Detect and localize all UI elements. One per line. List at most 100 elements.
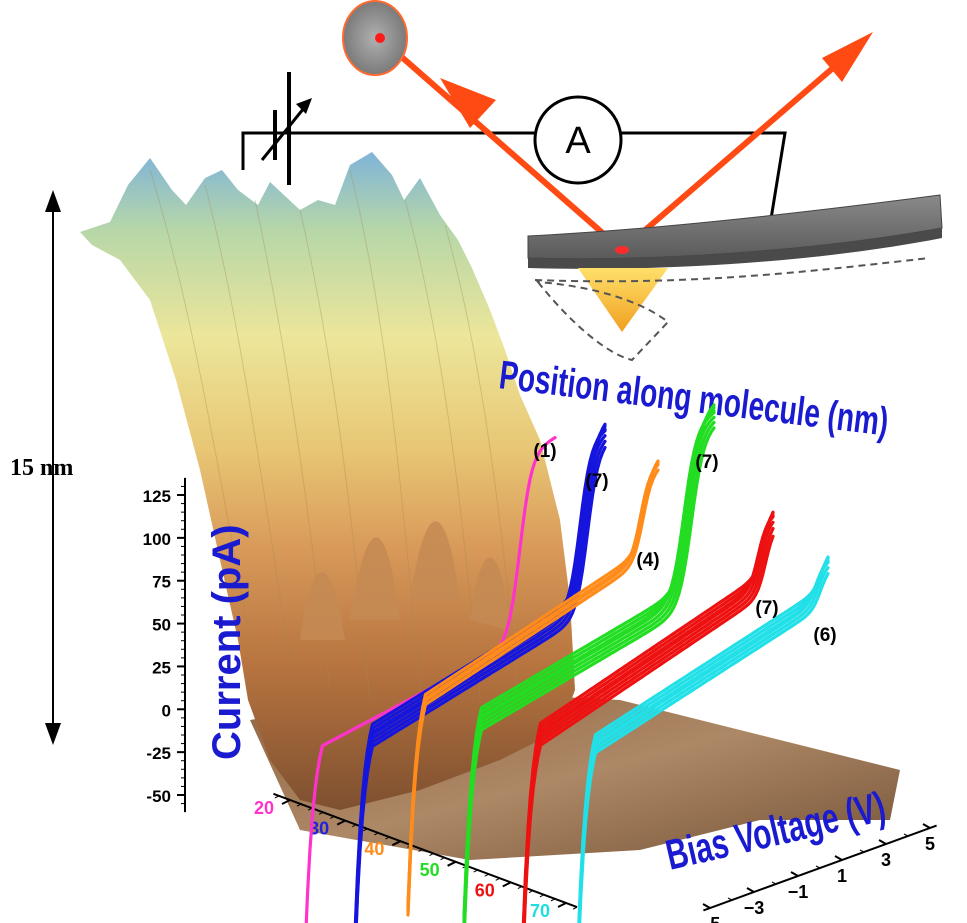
iv-curve-count-label: (4) (636, 550, 659, 571)
position-minor-tick (363, 828, 368, 832)
iv-curve (463, 426, 716, 923)
bias-tick-label: −5 (700, 914, 721, 923)
bias-minor-tick (727, 897, 733, 901)
iv-curve (462, 420, 716, 923)
position-tick-label: 50 (420, 860, 440, 880)
position-minor-tick (385, 836, 390, 840)
position-minor-tick (440, 857, 445, 861)
position-minor-tick (296, 803, 302, 807)
cantilever (527, 194, 943, 362)
iv-curve-count-label: (6) (813, 625, 836, 646)
position-minor-tick (374, 832, 379, 836)
bias-minor-tick (859, 849, 865, 853)
bias-tick-mark (834, 855, 843, 861)
iv-curve-count-label: (7) (585, 471, 608, 492)
position-minor-tick (418, 848, 423, 852)
current-tick-label: 100 (143, 530, 171, 549)
position-minor-tick (495, 877, 500, 881)
afm-tip (578, 268, 668, 332)
position-minor-tick (550, 898, 556, 902)
deflected-cantilever-outline (535, 280, 670, 362)
position-tick-mark (336, 819, 346, 826)
ammeter-label: A (565, 120, 591, 162)
iv-curve-group: (6) (577, 555, 837, 923)
bias-tick-label: −1 (788, 882, 809, 902)
position-minor-tick (307, 807, 313, 811)
scale-label: 15 nm (10, 455, 73, 481)
iv-curve-group: (7) (521, 510, 779, 923)
iv-curve-count-label: (1) (533, 441, 556, 462)
iv-curve (522, 520, 775, 923)
position-minor-tick (528, 890, 534, 894)
bias-minor-tick (815, 865, 821, 869)
position-tick-label: 30 (309, 819, 329, 839)
bias-tick-label: 1 (837, 866, 847, 886)
iv-curve (462, 403, 716, 919)
iv-curve (577, 566, 830, 923)
iv-curve-group: (4) (406, 459, 660, 917)
iv-curve (462, 415, 716, 923)
iv-curve (577, 559, 830, 923)
iv-curve (406, 468, 660, 917)
bias-tick-label: 5 (925, 834, 935, 854)
surface-bumps (300, 521, 510, 640)
iv-curve (522, 534, 775, 923)
bias-minor-tick (771, 881, 777, 885)
afm-diagram: A (241, 0, 943, 362)
position-minor-tick (329, 816, 335, 819)
iv-curve (577, 560, 830, 923)
circuit-wire (241, 131, 535, 170)
current-tick-label: -50 (146, 787, 171, 806)
position-tick-label: 40 (364, 839, 384, 859)
iv-curve (577, 557, 830, 923)
iv-curve (577, 555, 830, 923)
position-minor-tick (484, 873, 489, 877)
position-minor-tick (572, 906, 578, 910)
bias-minor-tick (903, 833, 909, 837)
position-tick-mark (557, 902, 567, 908)
bias-tick-mark (878, 839, 887, 845)
iv-curve (354, 439, 607, 923)
current-tick-label: -25 (146, 744, 171, 763)
ammeter: A (533, 95, 623, 185)
surface-wall (80, 152, 575, 810)
current-tick-label: 75 (152, 573, 171, 592)
position-minor-tick (517, 886, 523, 889)
position-tick-mark (447, 860, 457, 867)
current-axis: 125 100 75 50 25 0 -25 -50 (143, 477, 186, 813)
iv-curve (522, 527, 775, 923)
position-tick-mark (281, 799, 291, 805)
position-tick-label: 70 (530, 901, 550, 921)
iv-curve-count-label: (7) (755, 598, 778, 619)
current-tick-label: 125 (143, 487, 171, 506)
bias-tick-mark (746, 887, 755, 893)
bias-tick-label: 3 (881, 850, 891, 870)
position-minor-tick (274, 795, 280, 799)
iv-curve-count-label: (7) (695, 452, 718, 473)
position-tick-mark (391, 840, 401, 847)
position-minor-tick (429, 853, 434, 857)
iv-curve (406, 459, 660, 907)
photodetector-disc (342, 0, 408, 76)
position-minor-tick (473, 869, 478, 873)
iv-curve (522, 511, 775, 923)
position-tick-mark (502, 881, 512, 888)
iv-curve (406, 461, 660, 911)
position-tick-label: 60 (475, 880, 495, 900)
bias-axis: 531−1−3−5 (700, 823, 937, 923)
bias-tick-mark (702, 903, 711, 909)
bias-tick-mark (922, 823, 931, 829)
current-axis-label: Current (pA) (205, 524, 249, 760)
current-tick-label: 25 (152, 658, 171, 677)
position-axis-label: Position along molecule (nm) (497, 353, 891, 444)
iv-curve (521, 510, 775, 923)
position-minor-tick (352, 824, 357, 828)
current-tick-label: 0 (162, 701, 171, 720)
current-tick-label: 50 (152, 616, 171, 635)
position-minor-tick (539, 894, 545, 898)
iv-curve (522, 513, 775, 923)
bias-tick-mark (790, 871, 799, 877)
position-minor-tick (318, 811, 324, 815)
